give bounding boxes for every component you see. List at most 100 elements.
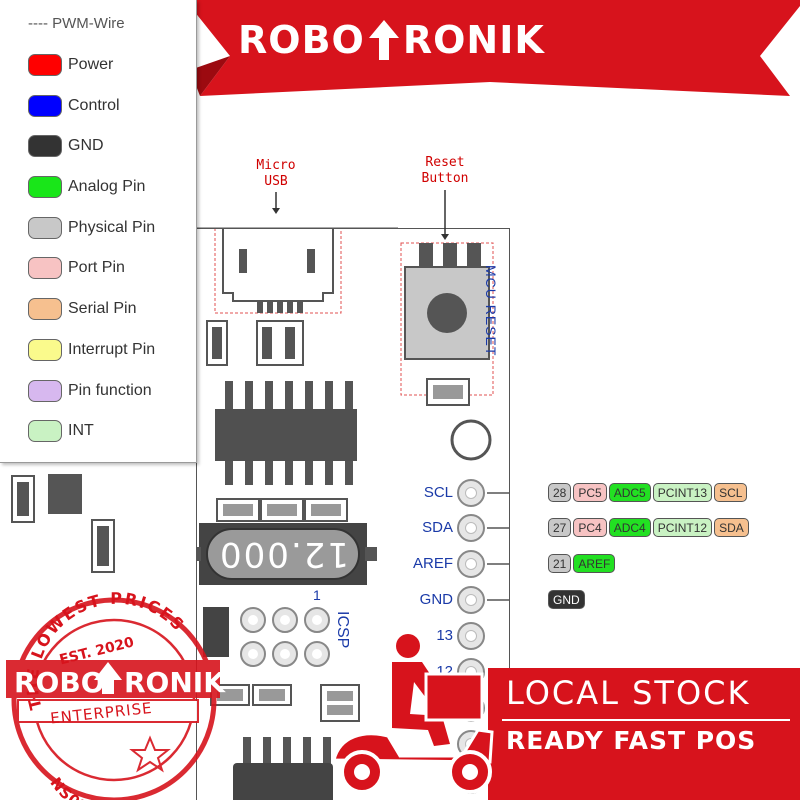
mounting-hole [450,419,492,461]
legend-label: Interrupt Pin [68,341,156,358]
tag-port-pin: PC4 [573,517,607,537]
usb-slot-left [239,249,247,273]
legend-title: ---- PWM-Wire [28,15,125,32]
tag-row-scl: 28 PC5 ADC5 PCINT13 SCL [548,482,749,502]
local-stock-badge: LOCAL STOCK READY FAST POS [488,668,800,800]
legend-swatch [28,54,62,76]
legend-label: Pin function [68,382,152,399]
legend-item-gnd: GND [28,133,104,159]
reset-callout-line2: Button [421,171,469,186]
tag-analog-pin: ADC5 [608,482,651,502]
pin-label-aref: AREF [412,555,453,572]
usb-pin [257,301,263,313]
usb-callout-line2: USB [264,174,288,189]
tag-port-pin: PC5 [573,482,607,502]
usb-pin [277,301,283,313]
legend-swatch [28,176,62,198]
usb-callout: Micro USB [244,158,308,190]
legend-item-power: Power [28,52,113,78]
header-pad-sda [457,514,485,542]
tag-gnd: GND [548,589,585,609]
smd-part [285,327,295,359]
legend-swatch [28,217,62,239]
tag-physical-pin: 21 [548,553,572,573]
legend-swatch [28,380,62,402]
legend-panel: ---- PWM-Wire Power Control GND Analog P… [0,0,197,463]
reset-button-cap [427,293,467,333]
banner-shape [190,0,800,96]
usb-pin [297,301,303,313]
usb-slot-right [307,249,315,273]
reset-callout-line1: Reset [425,155,465,170]
stock-divider [502,719,790,721]
legend-swatch [28,95,62,117]
star-icon [129,735,171,773]
tag-int: PCINT12 [652,517,713,537]
tag-analog-pin: AREF [573,553,616,573]
legend-swatch [28,257,62,279]
legend-swatch [28,420,62,442]
brand-right: RONIK [402,18,545,62]
stamp-brand-left: ROBO [14,666,105,699]
header-pad-gnd [457,586,485,614]
legend-label: Port Pin [68,259,125,276]
up-arrow-icon [368,20,399,60]
tag-physical-pin: 27 [548,517,572,537]
legend-item-function: Pin function [28,378,152,404]
legend-label: Control [68,97,120,114]
icsp-pin1-label: 1 [313,587,321,603]
legend-item-port: Port Pin [28,255,125,281]
legend-swatch [28,339,62,361]
legend-item-analog: Analog Pin [28,174,145,200]
tag-row-sda: 27 PC4 ADC4 PCINT12 SDA [548,517,751,537]
left-board-parts [11,474,115,573]
legend-label: GND [68,137,104,154]
tag-physical-pin: 28 [548,482,572,502]
stock-line1: LOCAL STOCK [506,674,751,712]
legend-item-int: INT [28,418,94,444]
crystal-label: 12.000 [218,534,349,574]
reset-label: MCU RESET [483,265,499,357]
header-pad-scl [457,479,485,507]
legend-item-physical: Physical Pin [28,215,155,241]
pin-label-scl: SCL [423,484,453,501]
delivery-scooter-icon [332,634,494,794]
legend-swatch [28,298,62,320]
legend-swatch [28,135,62,157]
usb-pin [287,301,293,313]
enterprise-stamp: THE LOWEST PRICES EST. 2020 ROBO RONIK E… [6,589,226,800]
board-components [197,229,509,800]
legend-label: INT [68,422,94,439]
brand-logo: ROBO RONIK [238,18,545,62]
usb-port [222,229,334,302]
pin-label-gnd: GND [419,591,453,608]
usb-pin [267,301,273,313]
tag-row-aref: 21 AREF [548,553,617,573]
pin-label-13: 13 [436,627,453,644]
tag-analog-pin: ADC4 [608,517,651,537]
legend-item-control: Control [28,93,120,119]
legend-label: Analog Pin [68,178,146,195]
legend-item-serial: Serial Pin [28,296,136,322]
stamp-arrow-icon [94,662,122,694]
crystal-can [206,528,360,580]
smd-part [262,327,272,359]
reset-callout: Reset Button [405,155,485,187]
header-pad-aref [457,550,485,578]
legend-item-interrupt: Interrupt Pin [28,337,155,363]
bottom-chip [233,763,333,800]
tag-serial-pin: SCL [714,482,748,502]
pin-label-sda: SDA [422,519,453,536]
legend-label: Physical Pin [68,219,156,236]
header-pad-13 [457,622,485,650]
legend-label: Power [68,56,114,73]
brand-banner [190,0,800,100]
smd-part [212,327,222,359]
legend-label: Serial Pin [68,300,137,317]
usb-callout-line1: Micro [256,158,296,173]
brand-left: ROBO [238,18,365,62]
stock-line2: READY FAST POS [506,726,757,755]
stamp-brand-right: RONIK [124,666,226,699]
tag-int: PCINT13 [652,482,713,502]
